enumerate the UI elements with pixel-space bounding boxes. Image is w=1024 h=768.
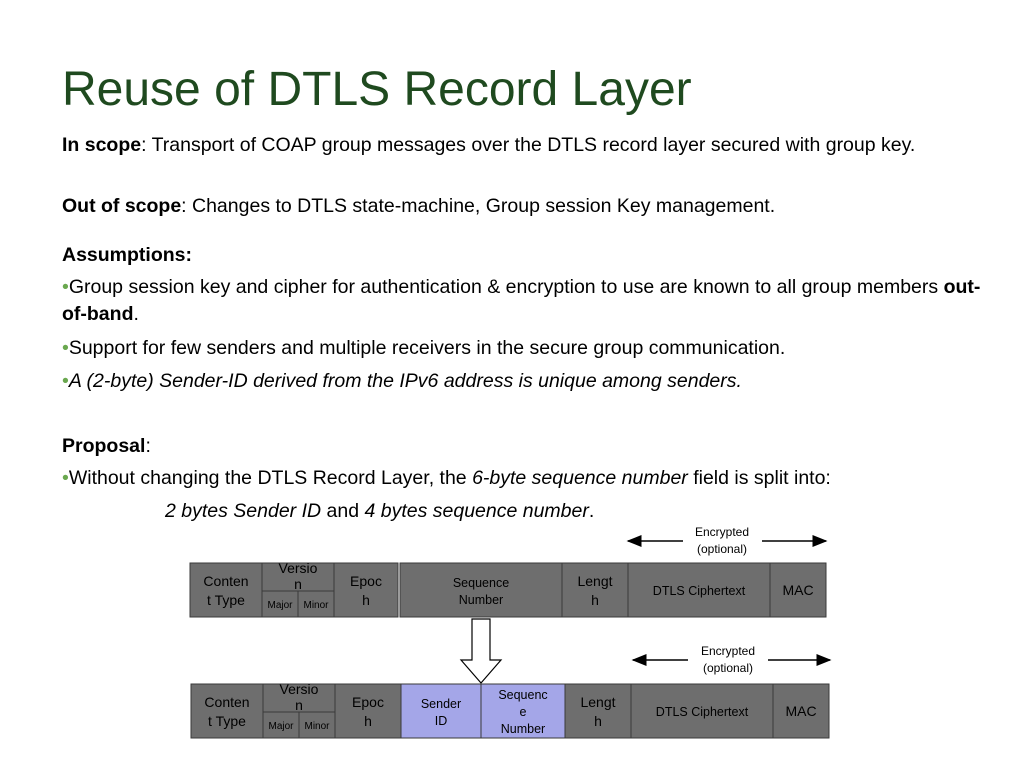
mac-field	[769, 562, 827, 618]
ciphertext-label: DTLS Ciphertext	[656, 705, 749, 719]
mac-field	[772, 683, 830, 739]
version-field	[261, 562, 335, 592]
major-label: Major	[267, 600, 293, 611]
down-arrow-icon	[459, 618, 503, 684]
assumptions-heading: Assumptions:	[62, 244, 193, 266]
assumption-item-2: •Support for few senders and multiple re…	[62, 337, 786, 359]
slide-title: Reuse of DTLS Record Layer	[62, 63, 692, 116]
sequence-label-2: Number	[459, 593, 503, 607]
ciphertext-field	[630, 683, 774, 739]
mac-label: MAC	[782, 582, 813, 598]
sequence-label-2: e	[520, 705, 527, 719]
version-minor-field	[298, 711, 336, 739]
ciphertext-field	[627, 562, 771, 618]
ciphertext-label: DTLS Ciphertext	[653, 584, 746, 598]
epoch-label-2: h	[362, 592, 370, 608]
sender-id-label: Sender	[421, 697, 461, 711]
version-label-2: n	[294, 576, 302, 592]
content-type-label-2: t Type	[207, 592, 245, 608]
out-of-scope-label: Out of scope	[62, 195, 182, 217]
content-type-field	[189, 562, 263, 618]
optional-label: (optional)	[697, 542, 747, 556]
encrypted-label: Encrypted	[695, 525, 749, 539]
length-label-2: h	[591, 592, 599, 608]
out-of-scope-paragraph: Out of scope: Changes to DTLS state-mach…	[62, 193, 982, 220]
bullet-icon: •	[62, 467, 69, 489]
bullet-icon: •	[62, 276, 69, 298]
minor-label: Minor	[303, 600, 329, 611]
minor-label: Minor	[304, 721, 330, 732]
assumption-item-3: •A (2-byte) Sender-ID derived from the I…	[62, 370, 742, 392]
encrypted-annotation-top: Encrypted (optional)	[626, 525, 828, 556]
version-major-field	[261, 590, 299, 618]
sender-id-field	[400, 683, 482, 739]
record-row-original	[189, 562, 827, 618]
record-row-modified	[190, 683, 830, 739]
version-label-2: n	[295, 697, 303, 713]
version-field	[262, 683, 336, 713]
epoch-field	[334, 683, 402, 739]
version-label: Versio	[280, 681, 319, 697]
major-label: Major	[268, 721, 294, 732]
encrypted-label: Encrypted	[701, 644, 755, 658]
epoch-label-2: h	[364, 713, 372, 729]
epoch-label: Epoc	[352, 694, 384, 710]
assumption-item-1: •Group session key and cipher for authen…	[62, 276, 981, 325]
sequence-label: Sequence	[453, 576, 509, 590]
length-field	[561, 562, 629, 618]
length-label: Lengt	[577, 573, 612, 589]
epoch-label: Epoc	[350, 573, 382, 589]
proposal-heading: Proposal:	[62, 435, 151, 457]
out-of-scope-text: : Changes to DTLS state-machine, Group s…	[181, 195, 776, 217]
content-type-label-2: t Type	[208, 713, 246, 729]
proposal-item: •Without changing the DTLS Record Layer,…	[62, 467, 831, 489]
encrypted-annotation-bottom: Encrypted (optional)	[631, 644, 832, 675]
content-type-field	[190, 683, 264, 739]
bullet-icon: •	[62, 337, 69, 359]
proposal-split-line: 2 bytes Sender ID and 4 bytes sequence n…	[165, 500, 595, 522]
sequence-label-3: Number	[501, 722, 545, 736]
length-label-2: h	[594, 713, 602, 729]
content-type-label: Conten	[203, 573, 248, 589]
in-scope-label: In scope	[62, 134, 142, 156]
bullet-icon: •	[62, 370, 69, 392]
epoch-field	[333, 562, 399, 618]
length-field	[564, 683, 632, 739]
length-label: Lengt	[580, 694, 615, 710]
content-type-label: Conten	[204, 694, 249, 710]
sequence-label: Sequenc	[498, 688, 547, 702]
sequence-number-field	[399, 562, 563, 618]
optional-label: (optional)	[703, 661, 753, 675]
version-label: Versio	[279, 560, 318, 576]
in-scope-paragraph: In scope: Transport of COAP group messag…	[62, 132, 982, 159]
mac-label: MAC	[785, 703, 816, 719]
sequence-number-field	[480, 683, 566, 739]
in-scope-text: : Transport of COAP group messages over …	[141, 134, 916, 156]
sender-id-label-2: ID	[435, 714, 448, 728]
